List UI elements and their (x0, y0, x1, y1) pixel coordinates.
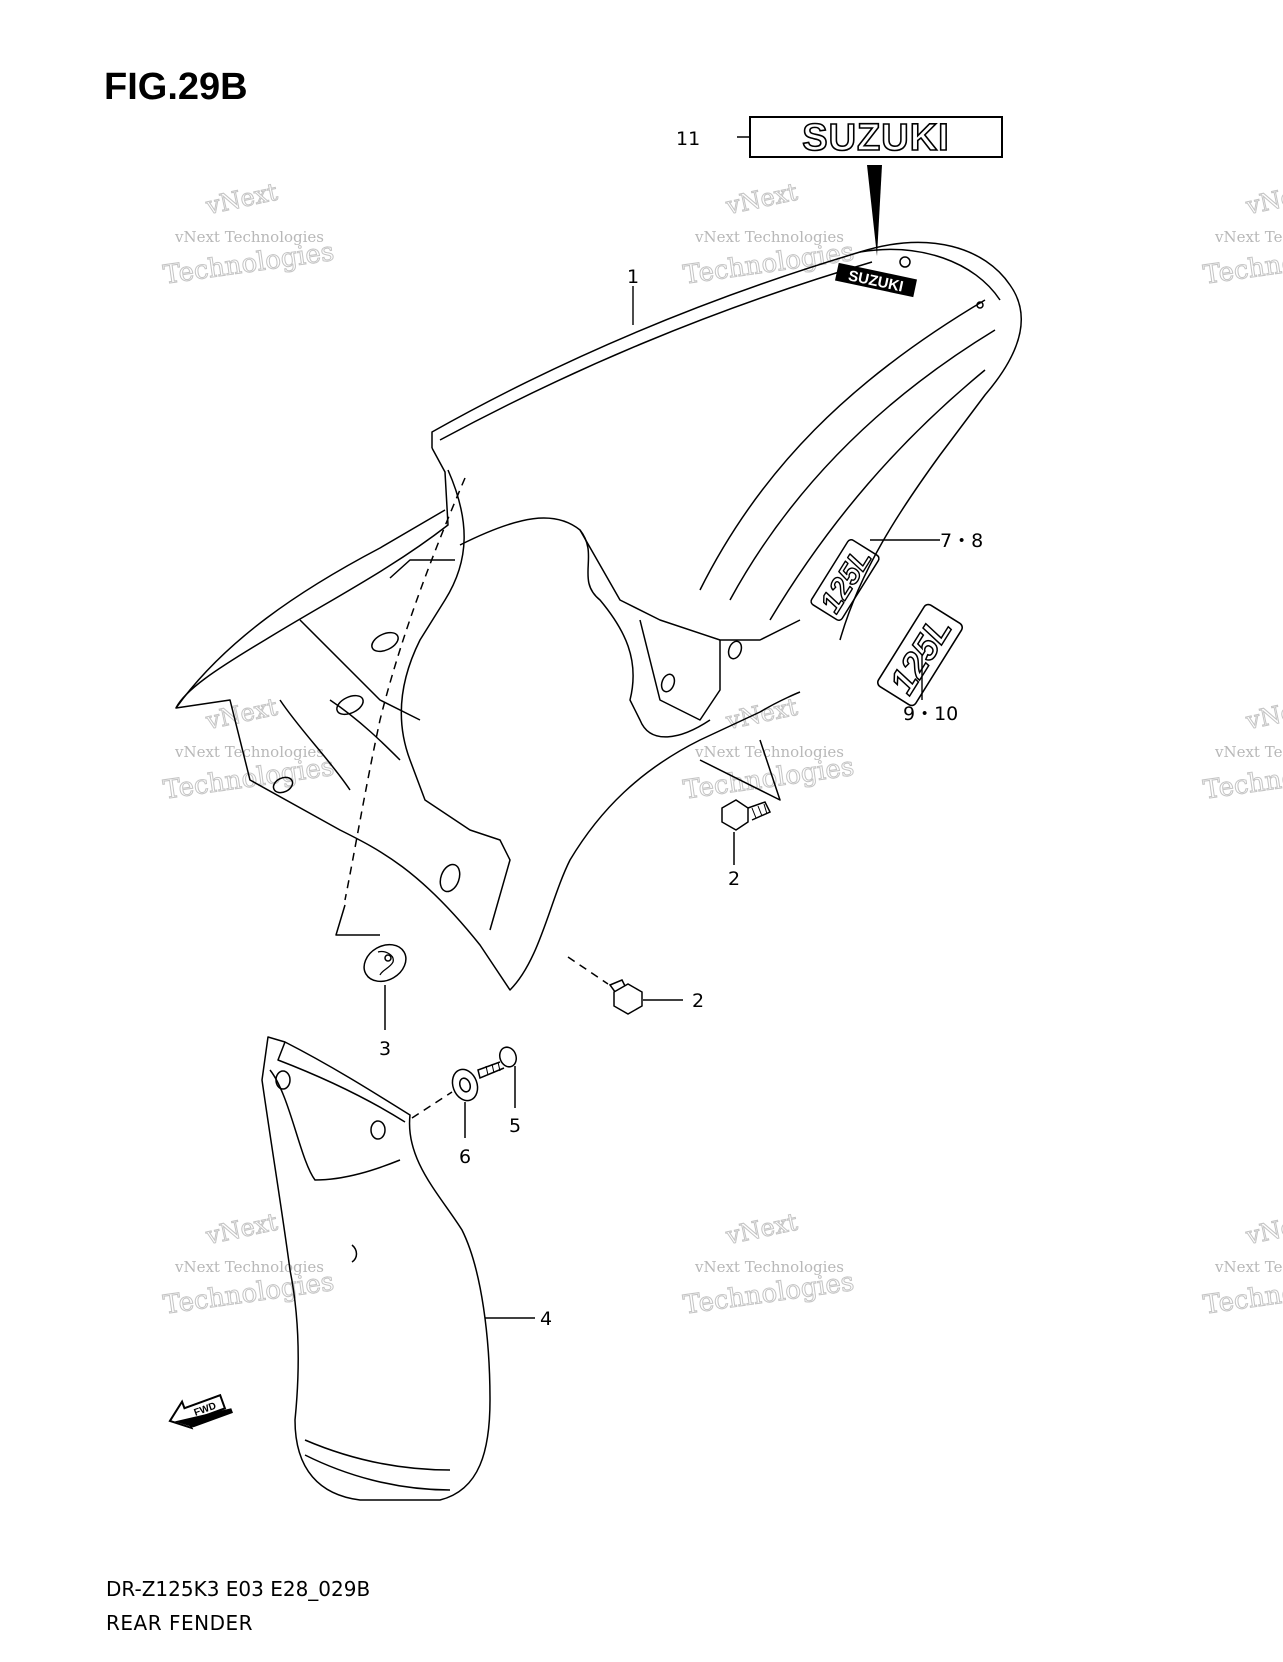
liner-tab (639, 619, 721, 721)
watermark-line: vNext Technologies (174, 228, 324, 246)
fender-top-inner-edge (439, 261, 873, 441)
fender-slot (336, 694, 364, 716)
watermark: vNext vNext Technologies Technologies (161, 692, 337, 806)
fender-left-flange (389, 559, 455, 579)
watermark: vNext vNext Technologies Technologies (1201, 1207, 1283, 1321)
watermark-line: vNext Technologies (694, 743, 844, 761)
fender-centerline-dashed (344, 477, 466, 901)
watermark: vNext vNext Technologies Technologies (1201, 177, 1283, 291)
callout-labels: 11 1 7・8 9・10 2 2 3 5 6 4 (379, 128, 983, 1330)
fender-body-outline (175, 447, 801, 991)
fwd-arrow: FWD (168, 1393, 233, 1430)
part-3-grommet (363, 943, 407, 1030)
callout-2-upper: 2 (728, 868, 740, 890)
liner-bracket (579, 529, 801, 641)
callout-6: 6 (459, 1146, 471, 1168)
callout-4: 4 (540, 1308, 552, 1330)
watermark-vnext: vNext (723, 1208, 801, 1251)
watermark-vnext: vNext (1243, 693, 1283, 736)
watermark: vNext vNext Technologies Technologies (681, 177, 857, 291)
model-code: DR-Z125K3 E03 E28_029B (106, 1577, 371, 1601)
liner-ridge-3 (279, 699, 351, 791)
watermark-vnext: vNext (203, 1208, 281, 1251)
watermark-vnext: vNext (723, 178, 801, 221)
emblem-pointer (867, 165, 882, 256)
liner-ridge-2 (329, 699, 401, 761)
figure-name: REAR FENDER (106, 1611, 254, 1635)
fender-slot (272, 776, 294, 794)
watermark-vnext: vNext (1243, 1208, 1283, 1251)
watermark-line: vNext Technologies (1214, 228, 1283, 246)
watermark-vnext: vNext (723, 693, 801, 736)
fender-lower-bracket (335, 904, 380, 936)
part-1-rear-fender: SUZUKI 125L (175, 241, 1023, 991)
fender-hole (899, 256, 911, 268)
fender-model-decal: 125L (810, 538, 880, 622)
watermark-line: vNext Technologies (694, 1258, 844, 1276)
liner-inner-top (459, 517, 711, 738)
part-5-screw (477, 1046, 518, 1108)
watermark: vNext vNext Technologies Technologies (1201, 692, 1283, 806)
watermark: vNext vNext Technologies Technologies (161, 1207, 337, 1321)
mud-flap-top-lip (277, 1041, 406, 1123)
fender-left-edge (175, 509, 446, 709)
mud-flap-bottom-edge (304, 1454, 451, 1491)
part-11-emblem: SUZUKI (737, 116, 1003, 256)
callout-2-lower: 2 (692, 990, 704, 1012)
mud-flap-bottom-curve (304, 1439, 451, 1471)
fender-top-outline (431, 241, 1023, 641)
fender-hole (976, 301, 984, 309)
washer-alignment-line (411, 1091, 453, 1119)
fender-suzuki-decal: SUZUKI (835, 262, 917, 298)
fender-rib-2 (729, 329, 996, 601)
part-6-washer (411, 1068, 479, 1138)
emblem-text: SUZUKI (802, 117, 949, 159)
watermark-vnext: vNext (203, 178, 281, 221)
mud-flap-hole (370, 1120, 386, 1140)
callout-7-8: 7・8 (940, 530, 983, 552)
fender-mount-hole (727, 640, 743, 660)
fender-rib-3 (769, 369, 986, 621)
watermark-group: vNext vNext Technologies Technologies vN… (161, 177, 1283, 1321)
watermark-vnext: vNext (1243, 178, 1283, 221)
watermark-line: vNext Technologies (694, 228, 844, 246)
callout-1: 1 (627, 266, 639, 288)
watermark-line: vNext Technologies (1214, 743, 1283, 761)
watermark-line: vNext Technologies (174, 1258, 324, 1276)
watermark-line: vNext Technologies (1214, 1258, 1283, 1276)
part-9-10-decal: 125L (876, 603, 964, 707)
mud-flap-hole (275, 1070, 291, 1090)
callout-9-10: 9・10 (903, 703, 958, 725)
liner-inner-left (400, 469, 511, 931)
part-4-mud-flap (261, 1036, 535, 1501)
part-2-bolt-lower (567, 956, 683, 1015)
callout-3: 3 (379, 1038, 391, 1060)
watermark-vnext: vNext (203, 693, 281, 736)
fender-mount-hole (660, 673, 676, 693)
part-2-bolt-upper (721, 799, 772, 865)
mud-flap-outline (261, 1036, 491, 1501)
fender-nose-rim (859, 248, 1001, 301)
fender-mount-hole (439, 863, 461, 893)
mud-flap-fold (269, 1069, 401, 1181)
callout-11: 11 (676, 128, 700, 150)
watermark: vNext vNext Technologies Technologies (681, 1207, 857, 1321)
fender-slot (371, 631, 399, 653)
liner-ridge-1 (299, 619, 421, 721)
watermark: vNext vNext Technologies Technologies (161, 177, 337, 291)
mud-flap-mark (351, 1244, 358, 1263)
callout-5: 5 (509, 1115, 521, 1137)
fender-rib-1 (699, 299, 986, 591)
watermark-line: vNext Technologies (174, 743, 324, 761)
figure-title: FIG.29B (104, 66, 248, 108)
fender-side-tab (699, 739, 781, 801)
